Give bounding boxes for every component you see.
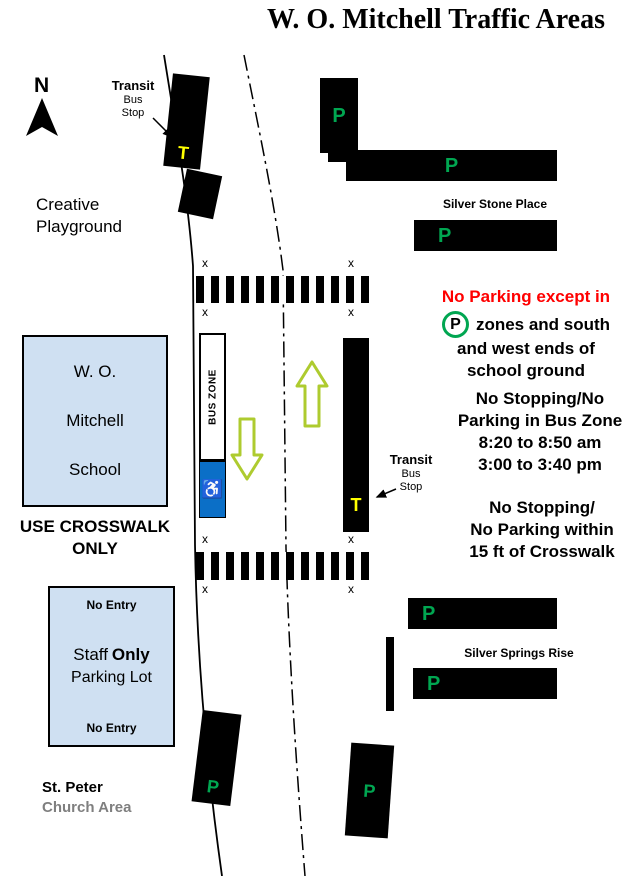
crosswalk-x-mark: x	[202, 305, 208, 319]
crosswalk-x-mark: x	[202, 256, 208, 270]
playground-label: Creative Playground	[36, 195, 123, 237]
school-name-line: W. O.	[73, 361, 117, 381]
crosswalk-rule: No Stopping/ No Parking within 15 ft of …	[469, 498, 615, 561]
crosswalk-x-mark: x	[348, 305, 354, 319]
parking-p-marker: P	[362, 780, 377, 801]
crosswalk-x-mark: x	[348, 532, 354, 546]
no-entry-label-top: No Entry	[86, 598, 137, 612]
zones-text-line: zones and south	[475, 314, 611, 334]
crosswalk-x-mark: x	[348, 256, 354, 270]
bus-zone-box: BUS ZONE	[199, 333, 226, 461]
transit-label-line: Bus	[123, 93, 143, 106]
bus-stop-zone-top: T	[163, 73, 210, 170]
parking-p-marker: P	[438, 224, 452, 247]
street-label-silver-springs: Silver Springs Rise	[464, 646, 574, 660]
bus-zone-rule: No Stopping/No Parking in Bus Zone 8:20 …	[457, 389, 623, 474]
traffic-flow-arrow-up-icon	[295, 360, 329, 428]
zones-text-line: and west ends of	[457, 339, 595, 358]
school-building-box: W. O. Mitchell School	[22, 335, 168, 507]
parking-zone-silver-stone-north: P	[346, 150, 557, 181]
transit-label-line: Stop	[399, 480, 423, 493]
parking-p-marker: P	[205, 776, 221, 798]
crosswalk-instruction: USE CROSSWALK ONLY	[19, 517, 171, 559]
curb-segment-top	[328, 153, 349, 162]
curb-segment-bottom	[386, 637, 394, 711]
transit-label-line: Bus	[401, 467, 421, 480]
parking-zone-southeast: P	[344, 742, 395, 839]
crosswalk-x-mark: x	[348, 582, 354, 596]
parking-zone-silver-springs-south: P	[413, 668, 557, 699]
school-name-line: Mitchell	[66, 410, 124, 430]
parking-p-marker: P	[422, 602, 436, 625]
parking-zone-southwest: P	[191, 709, 242, 807]
parking-permitted-icon: P	[441, 311, 469, 338]
transit-label-line: Transit	[389, 452, 433, 467]
handicap-icon: ♿	[201, 479, 224, 499]
bus-stop-zone-top-2	[177, 168, 223, 220]
crosswalk-north	[196, 276, 371, 303]
parking-p-marker: P	[427, 672, 441, 695]
crosswalk-x-mark: x	[202, 532, 208, 546]
transit-t-marker: T	[176, 142, 190, 164]
church-area-label: St. Peter Church Area	[42, 778, 131, 819]
staff-word: Staff	[73, 645, 108, 665]
handicap-parking-box: ♿	[199, 461, 226, 518]
bus-zone-label: BUS ZONE	[207, 369, 218, 425]
zones-text-line: school ground	[466, 361, 586, 380]
compass-north-label: N	[34, 74, 50, 97]
transit-t-marker: T	[350, 495, 362, 515]
only-word: Only	[111, 645, 150, 665]
parking-zone-topright-vertical: P	[320, 78, 358, 153]
crosswalk-x-mark: x	[202, 582, 208, 596]
page-title: W. O. Mitchell Traffic Areas	[266, 4, 606, 35]
parking-p-marker: P	[444, 154, 459, 177]
parking-zone-silver-springs-north: P	[408, 598, 557, 629]
transit-label-line: Transit	[111, 78, 155, 93]
compass-arrow-icon	[26, 98, 58, 136]
transit-stop-bar-east: T	[343, 338, 369, 532]
transit-label-line: Stop	[121, 106, 145, 119]
no-parking-headline: No Parking except in	[441, 287, 611, 306]
staff-lot-name-line2: Parking Lot	[71, 669, 152, 687]
school-name-line: School	[69, 460, 121, 480]
church-line1: St. Peter	[42, 779, 103, 796]
no-entry-label-bottom: No Entry	[86, 721, 137, 735]
church-line2: Church Area	[42, 799, 132, 817]
road-centerline	[243, 54, 306, 876]
parking-permitted-row: P zones and south	[420, 311, 632, 338]
parking-p-marker: P	[332, 104, 346, 127]
street-label-silver-stone: Silver Stone Place	[442, 197, 548, 211]
parking-zone-silver-stone-south: P	[414, 220, 557, 251]
parking-zones-rule: P zones and south and west ends of schoo…	[420, 311, 632, 382]
transit-stop-label-right: Transit Bus Stop	[383, 452, 439, 494]
crosswalk-south	[196, 552, 371, 580]
transit-stop-label-top: Transit Bus Stop	[104, 78, 162, 120]
traffic-flow-arrow-down-icon	[230, 417, 264, 481]
